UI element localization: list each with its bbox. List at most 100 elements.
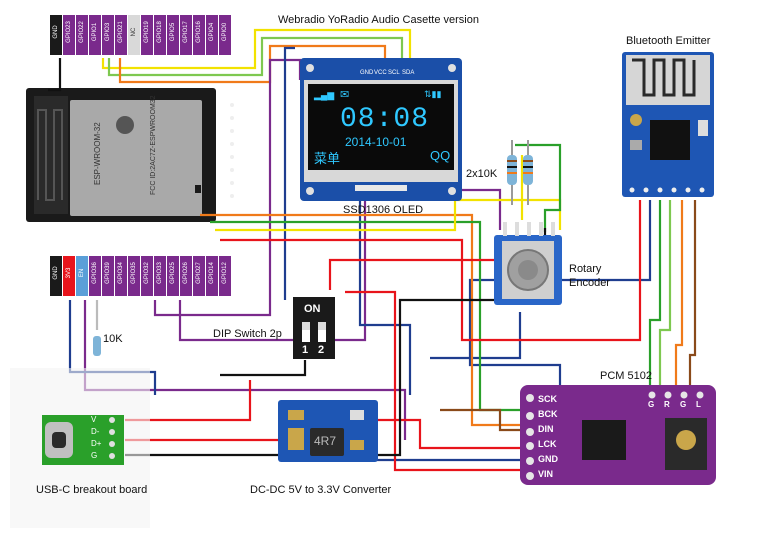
wire-oled-scl [107, 36, 404, 77]
esp32-bottom-pin-label: EN [79, 268, 85, 278]
esp32-bottom-pin-label: GPIO27 [196, 262, 202, 284]
resistor-icon [507, 155, 517, 185]
pcm-top-pin-label: L [696, 400, 701, 409]
pcm-label: PCM 5102 [600, 370, 652, 382]
wire-red-2 [125, 380, 252, 422]
oled-pin-label: GND [360, 70, 374, 76]
esp32-top-pin-label: GPIO19 [144, 21, 150, 43]
oled-screen [308, 84, 454, 170]
usbc-pin-label: V [91, 415, 97, 424]
pcm-pin-label: BCK [538, 409, 558, 419]
wire-navy-6 [468, 200, 652, 390]
esp32-top-pin-label: GPIO23 [66, 21, 72, 43]
esp32-bottom-pin-row: GND 3V3 EN GPIO36 GPIO39 GPIO34 GPIO35 G… [50, 256, 240, 298]
esp32-top-pin-label: GND [53, 25, 59, 39]
esp32-top-pin-label: GPIO3 [105, 22, 111, 42]
wire-green-1 [210, 220, 525, 412]
esp32-top-pin-label: GPIO5 [170, 22, 176, 42]
esp32-bottom-pin-label: GPIO25 [170, 262, 176, 284]
wire-red-1 [220, 200, 642, 342]
esp32-bottom-pin-label: GPIO33 [157, 262, 163, 284]
resistor-pair-label: 2x10K [466, 168, 498, 180]
wire-brown-2 [440, 408, 525, 432]
esp32-bottom-pin-label: GPIO35 [131, 262, 137, 284]
esp32-bottom-pin-label: GPIO39 [105, 262, 111, 284]
pcm-chip [582, 420, 626, 460]
wire-black-3 [220, 360, 307, 377]
dip-on-text: ON [304, 303, 321, 315]
esp32-bottom-pin-label: 3V3 [66, 267, 72, 279]
usbc-pin-label: D+ [91, 439, 102, 448]
resistor-icon [523, 155, 533, 185]
oled-date: 2014-10-01 [345, 135, 407, 149]
esp32-top-pin-label: GPIO17 [183, 21, 189, 43]
pcm-top-pin-labels: G R G L [648, 400, 708, 412]
usbc-breakout [10, 336, 150, 528]
oled-mail-icon: ✉ [340, 89, 350, 101]
dip-num-1: 1 [302, 344, 309, 356]
wire-orange-1 [200, 213, 525, 427]
wire-navy-5 [430, 312, 522, 360]
dip-label: DIP Switch 2p [213, 328, 282, 340]
oled-label: SSD1306 OLED [343, 204, 424, 216]
esp32-top-pin-label: GPIO1 [92, 22, 98, 42]
esp32-top-pin-label: GPIO22 [79, 21, 85, 43]
pcm-top-pin-label: R [664, 400, 670, 409]
wire-navy-4 [368, 410, 525, 462]
usbc-pin-labels: V D- D+ G [91, 414, 105, 462]
wire-navy-2 [283, 46, 295, 300]
esp32-bottom-pin-label: GPIO34 [118, 262, 124, 284]
esp32-shield [70, 100, 202, 216]
wire-purple-3 [178, 188, 502, 342]
dip-body [293, 297, 335, 359]
wire-red-6 [328, 258, 522, 290]
esp32-bottom-pin-label: GPIO32 [144, 262, 150, 284]
oled-battery-icon: ⇅▮▮ [424, 89, 442, 99]
dip-switch [293, 297, 335, 359]
wire-oled-sda [101, 28, 412, 70]
oled-menu-text: 菜单 [314, 152, 341, 167]
resistor-single-label: 10K [103, 333, 123, 345]
esp32-top-pin-label: GPIO21 [118, 21, 124, 43]
esp32-bottom-pin-label: GPIO36 [92, 262, 98, 284]
pcm-top-pin-label: G [680, 400, 687, 409]
svg-text:FCC ID:2AC7Z-ESPWROOM32: FCC ID:2AC7Z-ESPWROOM32 [150, 95, 157, 195]
esp32-bottom-pin-label: GPIO12 [222, 262, 228, 284]
esp32-top-pin-row: GND GPIO23 GPIO22 GPIO1 GPIO3 GPIO21 NC … [50, 15, 240, 57]
dip-toggle-2 [318, 322, 326, 342]
espressif-logo-icon [116, 116, 134, 134]
inductor-icon [310, 428, 344, 456]
resistor-pair [507, 140, 533, 205]
pcm-pin-label: GND [538, 454, 558, 464]
esp32-top-pin-label: GPIO0 [222, 22, 228, 42]
pcm-pin-label: LCK [538, 439, 557, 449]
oled-qq-text: QQ [430, 148, 451, 163]
wire-green-bt [648, 200, 662, 398]
oled-pin-label: SDA [402, 70, 415, 76]
diagram-title: Webradio YoRadio Audio Casette version [278, 14, 479, 26]
usbc-pin-label: G [91, 451, 98, 460]
bluetooth-emitter [622, 52, 714, 197]
bluetooth-chip [650, 120, 690, 160]
esp32-model-text: ESP-WROOM-32 [93, 122, 102, 185]
pcm-pin-label: VIN [538, 469, 554, 479]
esp32-bottom-pin-label: GPIO26 [183, 262, 189, 284]
wire-brown-1 [688, 200, 697, 398]
wire-red-3 [345, 290, 525, 472]
esp32-bottom-pin-label: GND [53, 266, 59, 280]
pcm-left-pin-labels: SCK BCK DIN LCK GND VIN [538, 392, 558, 482]
oled-signal-icon: ▂▄▆ [314, 90, 335, 100]
oled-pin-row: GND VCC SCL SDA [360, 70, 420, 80]
wire-encoder-green [515, 143, 562, 232]
wire-navy-3 [358, 200, 412, 395]
esp32-top-pin-label: NC [131, 27, 137, 37]
pcm-pin-label: SCK [538, 394, 558, 404]
esp32-top-pin-label: GPIO18 [157, 21, 163, 43]
esp32-top-pin-label: GPIO16 [196, 21, 202, 43]
rotary-label: Rotary Encoder [569, 263, 610, 289]
resistor-icon [93, 336, 101, 356]
pcm-top-pin-label: G [648, 400, 655, 409]
rotary-encoder [494, 222, 562, 305]
dip-toggle-1 [302, 322, 310, 342]
